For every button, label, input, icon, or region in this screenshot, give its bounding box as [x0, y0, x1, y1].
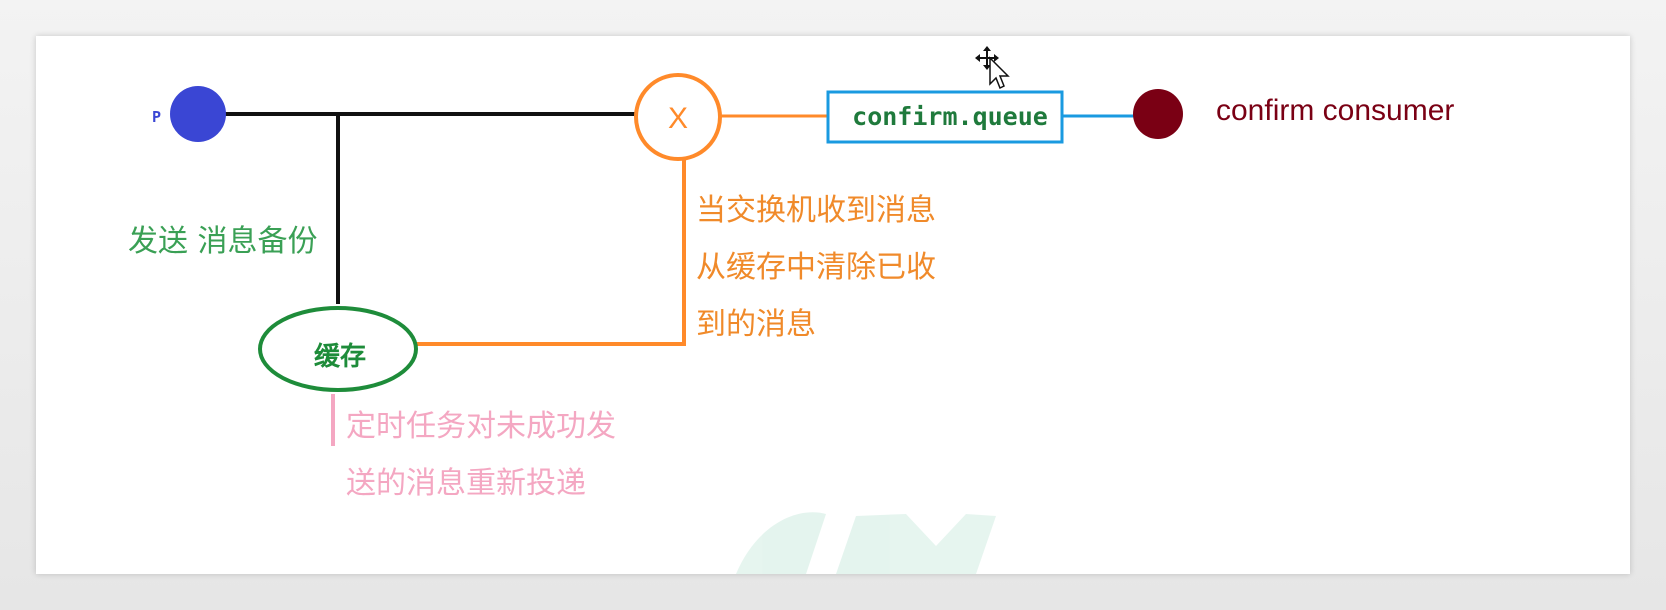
retry-note: 定时任务对未成功发 送的消息重新投递	[346, 398, 616, 512]
exchange-node	[634, 73, 722, 161]
watermark	[736, 512, 996, 574]
ack-note-line: 当交换机收到消息	[696, 193, 936, 228]
queue-label: confirm.queue	[852, 102, 1048, 131]
consumer-label: confirm consumer	[1216, 94, 1455, 127]
ack-note-line: 从缓存中清除已收	[696, 250, 936, 285]
producer-label: P	[152, 108, 162, 126]
diagram-canvas: P X confirm.queue confirm consumer 发送 消息…	[36, 36, 1630, 574]
move-cursor-icon	[975, 46, 1010, 90]
cache-label: 缓存	[313, 342, 366, 372]
exchange-label: X	[667, 102, 688, 135]
queue-node	[826, 90, 1064, 144]
retry-note-line: 送的消息重新投递	[346, 466, 586, 501]
producer-node	[170, 86, 226, 142]
send-backup-label: 发送 消息备份	[128, 224, 318, 259]
cache-node	[258, 306, 418, 392]
consumer-node	[1133, 89, 1183, 139]
ack-note-line: 到的消息	[696, 307, 816, 342]
retry-note-line: 定时任务对未成功发	[346, 409, 616, 444]
ack-line	[416, 154, 686, 346]
ack-note: 当交换机收到消息 从缓存中清除已收 到的消息	[696, 182, 936, 353]
diagram-svg	[170, 73, 1183, 574]
